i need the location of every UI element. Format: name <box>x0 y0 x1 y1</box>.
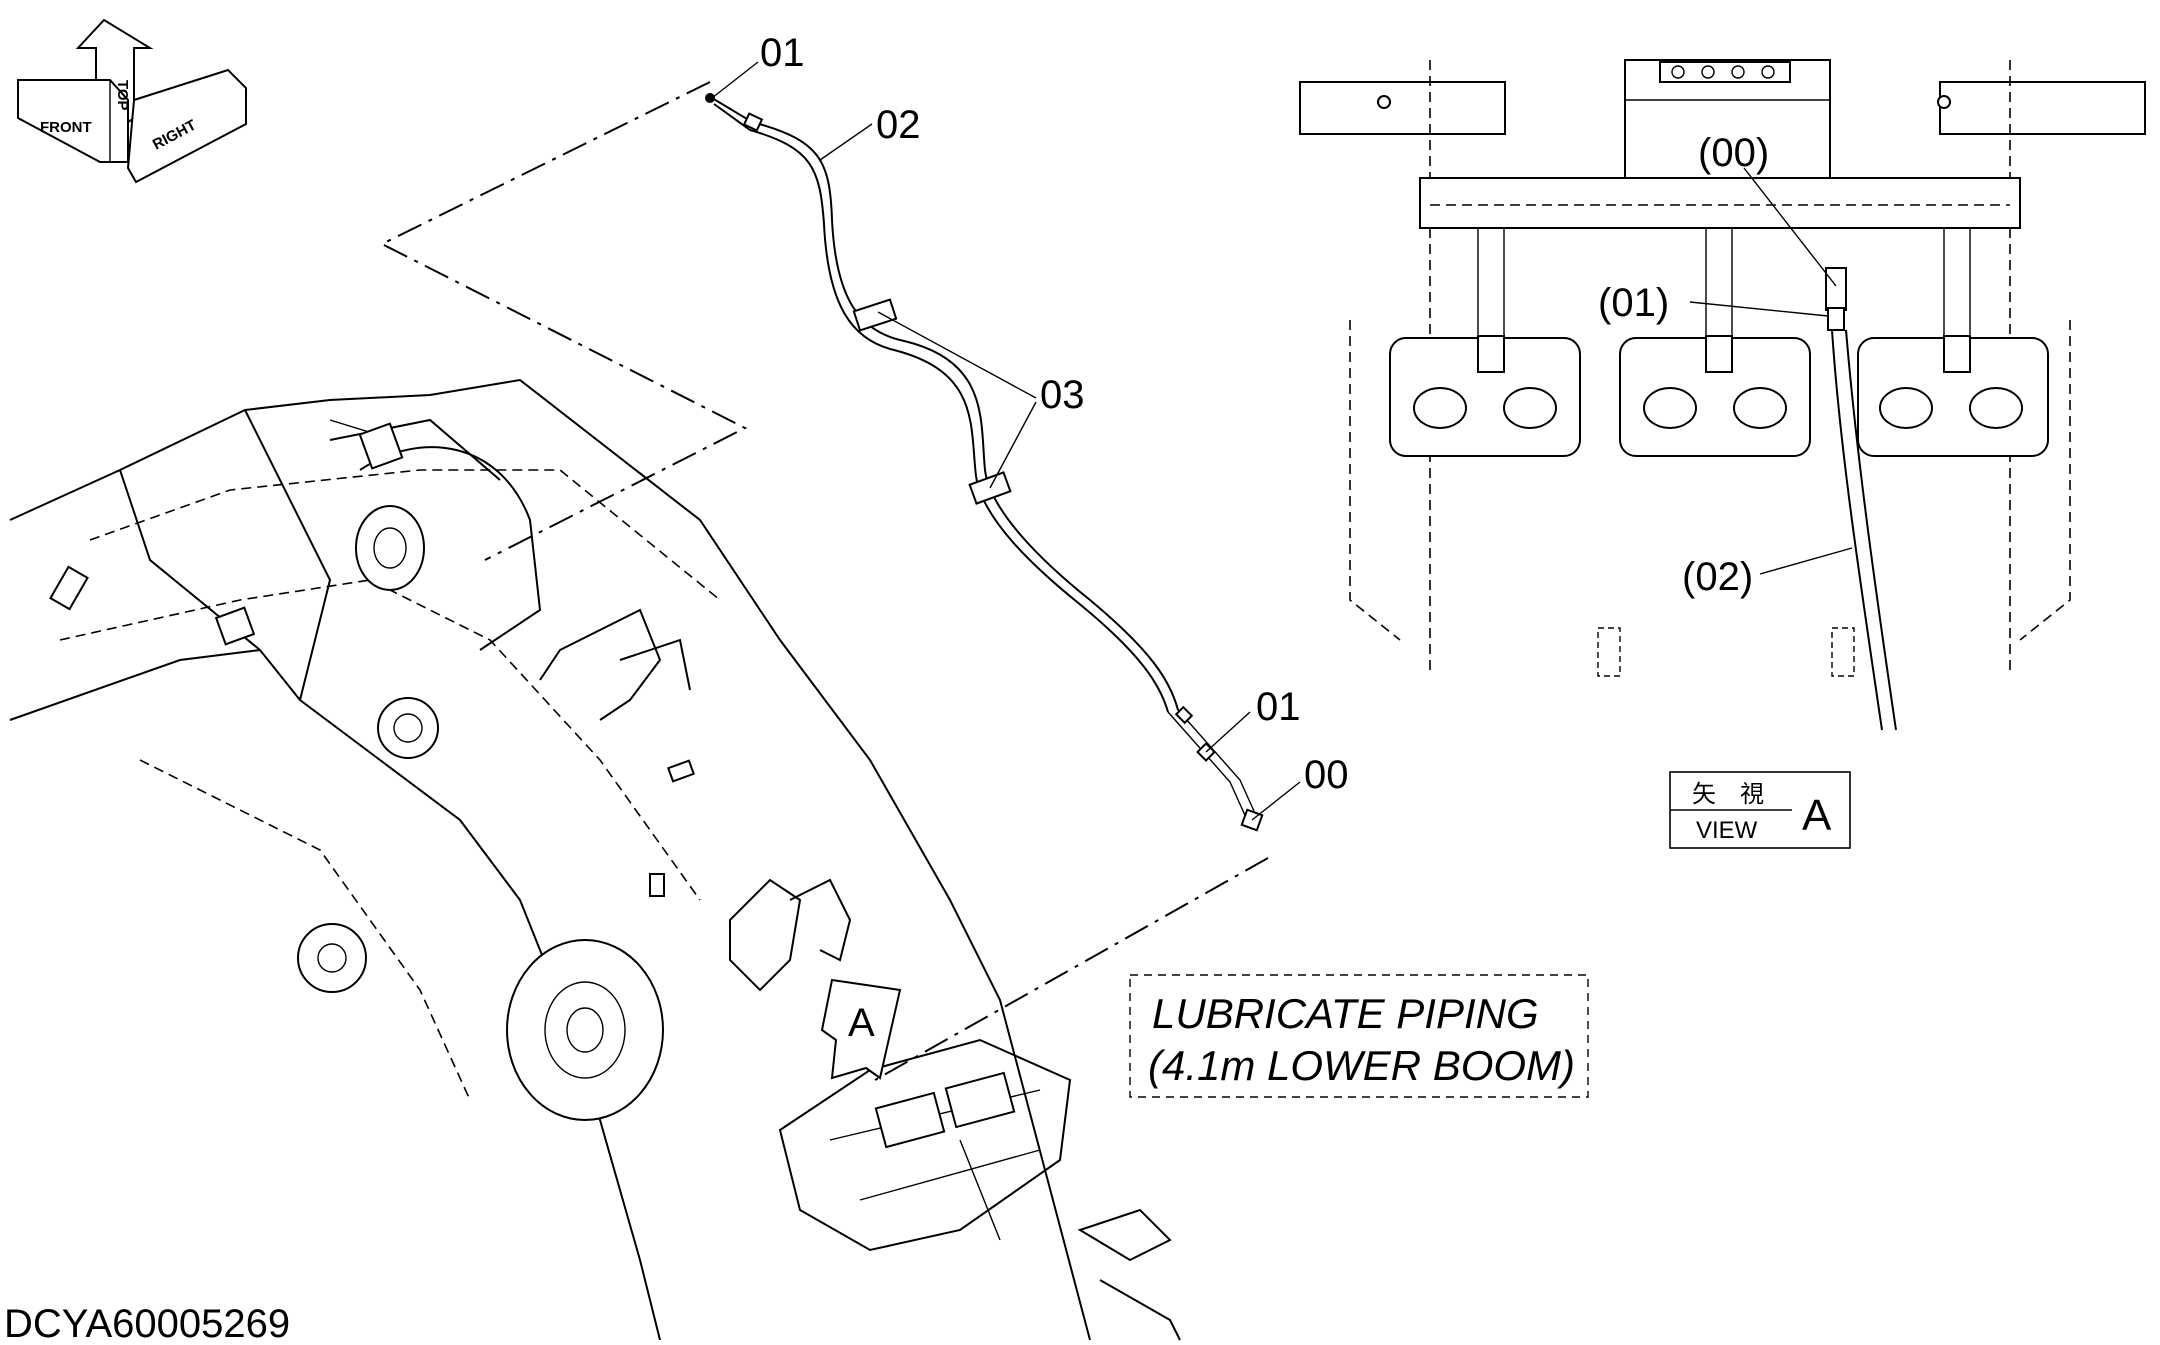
callout-01-top: 01 <box>760 31 805 75</box>
view-a-arrow-label: A <box>848 1001 875 1045</box>
view-title-kanji-1: 矢 <box>1692 781 1716 808</box>
caption-box: LUBRICATE PIPING (4.1m LOWER BOOM) <box>1129 974 1589 1098</box>
lubricate-hose <box>705 93 1264 832</box>
phantom-lines <box>379 81 1269 1081</box>
caption-line-2: (4.1m LOWER BOOM) <box>1148 1042 1575 1089</box>
orient-front-label: FRONT <box>40 119 92 136</box>
orientation-icon: FRONT TOP RIGHT <box>17 18 247 184</box>
view-a-detail <box>1299 59 2146 731</box>
lower-boom-drawing <box>9 378 1181 1341</box>
view-a-callout-01: (01) <box>1598 281 1669 325</box>
callout-leaders <box>711 61 1301 821</box>
drawing-id: DCYA60005269 <box>4 1302 291 1345</box>
view-title-letter: A <box>1802 791 1832 840</box>
view-a-callout-02: (02) <box>1682 555 1753 599</box>
caption-line-1: LUBRICATE PIPING <box>1152 990 1539 1037</box>
callout-00: 00 <box>1304 753 1349 797</box>
view-title-view: VIEW <box>1696 817 1758 844</box>
view-title-kanji-2: 視 <box>1740 781 1764 808</box>
orient-top-label: TOP <box>114 80 131 111</box>
view-title-box: 矢 視 VIEW A <box>1669 771 1851 849</box>
callout-03: 03 <box>1040 373 1085 417</box>
callout-01-bottom: 01 <box>1256 685 1301 729</box>
callout-02: 02 <box>876 103 921 147</box>
view-a-callout-00: (00) <box>1698 131 1769 175</box>
view-a-arrow-icon: A <box>820 978 902 1080</box>
